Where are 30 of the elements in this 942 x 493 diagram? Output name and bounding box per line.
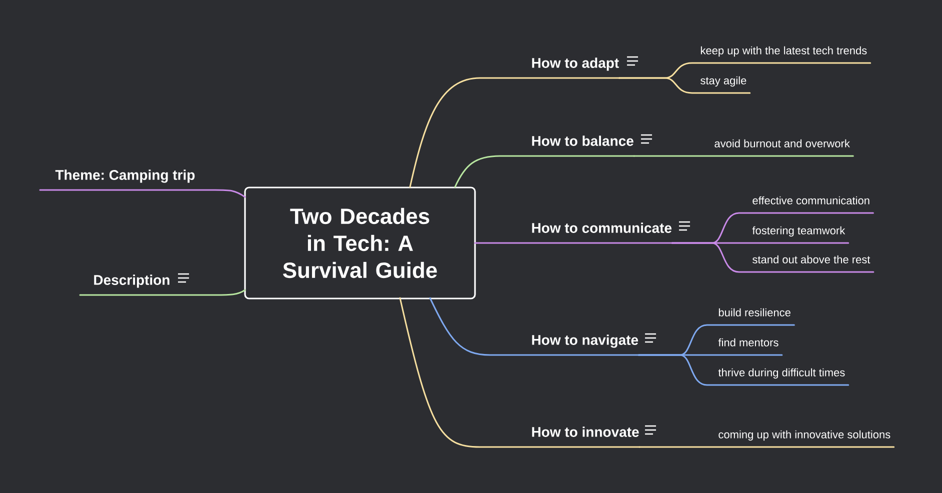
subtopic-label: effective communication [752,196,870,204]
central-topic-box: Two Decades in Tech: A Survival Guide [244,186,476,300]
branch-line [671,242,874,273]
topic-label: How to innovate [532,426,639,437]
branch-line [429,297,640,356]
topic-label: How to communicate [532,222,672,233]
topic-label: How to navigate [532,334,638,348]
branch-line [633,155,854,157]
subtopic-label: avoid burnout and overwork [714,139,850,148]
subtopic-label: stand out above the rest [752,255,870,264]
branch-line [474,242,673,244]
branch-line [454,155,635,188]
subtopic-label: stay agile [700,76,746,87]
subtopic-label: find mentors [718,338,778,346]
topic-label: Description [94,274,170,288]
subtopic-label: fostering teamwork [752,226,846,237]
branch-line [39,189,246,198]
branch-line [638,446,895,448]
branch-line [638,354,850,386]
branch-line [79,289,246,296]
topic-label: How to adapt [532,58,619,71]
subtopic-label: thrive during difficult times [718,368,845,379]
topic-label: How to balance [532,136,634,146]
branch-line [399,297,640,448]
subtopic-label: keep up with the latest tech trends [700,46,867,57]
topic-label: Theme: Camping trip [55,170,195,183]
branch-line [409,77,620,188]
branch-line [618,77,751,94]
subtopic-label: build resilience [718,308,790,316]
subtopic-label: coming up with innovative solutions [718,430,890,441]
